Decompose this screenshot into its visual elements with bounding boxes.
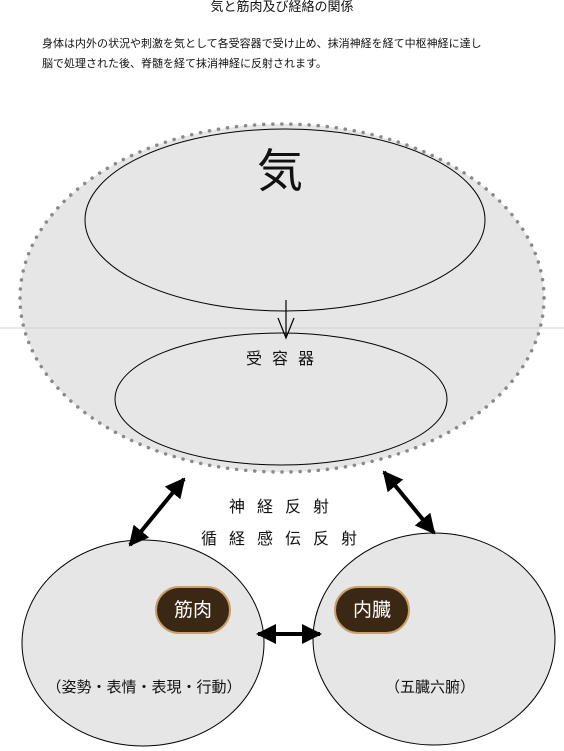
muscle-circle	[21, 539, 265, 747]
intro-line-2: 脳で処理された後、脊髄を経て抹消神経に反射されます。	[42, 57, 327, 70]
ki-ellipse	[84, 128, 486, 312]
receptor-label: 受容器	[245, 349, 324, 368]
ki-label: 気	[257, 144, 303, 198]
organ-badge: 内臓	[334, 586, 410, 634]
receptor-muscle-arrow	[128, 477, 186, 547]
intro-text: 身体は内外の状況や刺激を気として各受容器で受け止め、抹消神経を経て中枢神経に達し…	[42, 34, 542, 74]
organ-caption: （五臓六腑）	[384, 678, 475, 696]
nerve-reflex-label: 神経反射	[228, 497, 341, 516]
organ-circle	[312, 532, 556, 746]
muscle-caption: （姿勢・表情・表現・行動）	[46, 678, 242, 696]
muscle-badge: 筋肉	[155, 586, 231, 634]
receptor-ellipse	[114, 332, 448, 466]
receptor-organ-arrow	[382, 470, 436, 535]
intro-line-1: 身体は内外の状況や刺激を気として各受容器で受け止め、抹消神経を経て中枢神経に達し	[42, 37, 482, 50]
page-title: 気と筋肉及び経絡の関係	[210, 0, 354, 15]
ki-to-receptor-arrow	[277, 300, 295, 340]
meridian-reflex-label: 循経感伝反射	[200, 529, 369, 548]
